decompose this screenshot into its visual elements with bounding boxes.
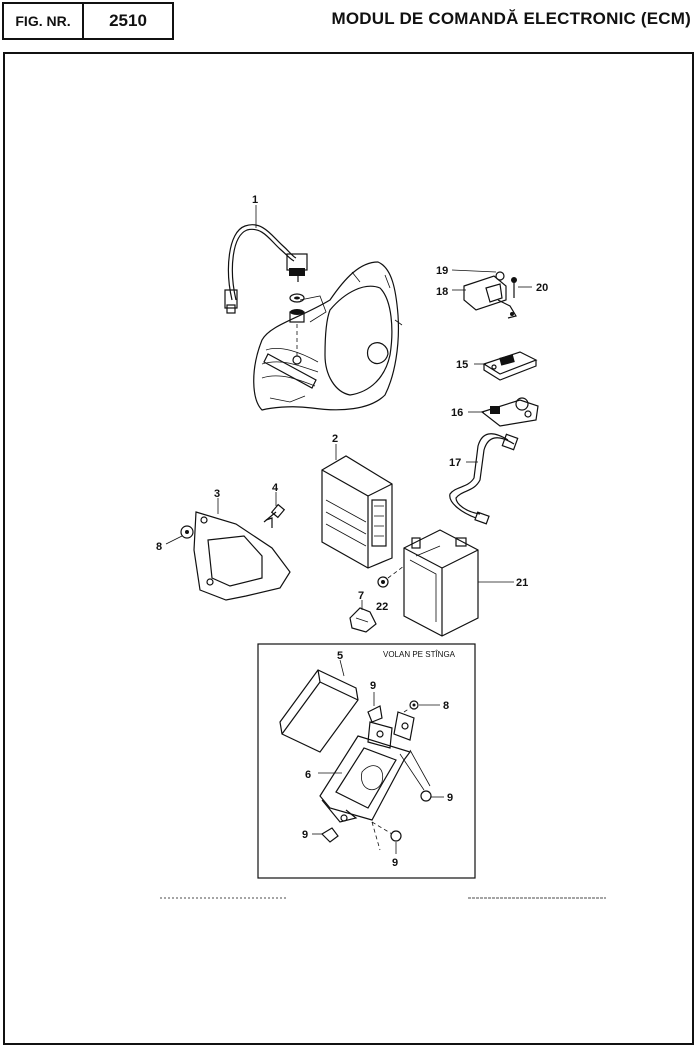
part-6-bracket bbox=[319, 711, 415, 823]
callout-18: 18 bbox=[436, 286, 448, 298]
callout-22: 22 bbox=[376, 601, 388, 613]
callout-19: 19 bbox=[436, 265, 448, 277]
callout-21: 21 bbox=[516, 577, 528, 589]
callout-9-top: 9 bbox=[370, 680, 376, 692]
part-9-clip-right bbox=[399, 749, 432, 802]
part-16-bracket bbox=[480, 397, 539, 427]
callout-8-inset: 8 bbox=[443, 700, 449, 712]
callout-3: 3 bbox=[214, 488, 220, 500]
callout-7: 7 bbox=[358, 590, 364, 602]
transmission-housing bbox=[253, 261, 403, 411]
callout-8-top: 8 bbox=[156, 541, 162, 553]
callout-6: 6 bbox=[305, 769, 311, 781]
callout-1: 1 bbox=[252, 194, 258, 206]
diagram-frame bbox=[3, 52, 694, 1045]
part-8-nut-inset bbox=[403, 700, 419, 713]
part-15-bracket bbox=[482, 351, 538, 381]
part-21-module bbox=[403, 529, 479, 637]
part-18-sensor bbox=[463, 271, 517, 319]
part-22-nut bbox=[377, 565, 405, 588]
part-5-ecm bbox=[279, 669, 359, 753]
part-17-hose bbox=[449, 433, 519, 525]
callout-9-left: 9 bbox=[302, 829, 308, 841]
part-1-sensor bbox=[224, 224, 308, 356]
part-9-clip-bottom bbox=[371, 821, 402, 851]
figure-number: 2510 bbox=[109, 11, 147, 30]
part-4-bolt bbox=[263, 503, 286, 523]
part-20-screw bbox=[511, 277, 517, 298]
figure-number-box: FIG. NR. 2510 bbox=[2, 2, 174, 40]
page-title: MODUL DE COMANDĂ ELECTRONIC (ECM) bbox=[331, 9, 691, 28]
callout-17: 17 bbox=[449, 457, 461, 469]
part-3-bracket bbox=[193, 511, 291, 601]
inset-box bbox=[257, 643, 476, 879]
callout-2: 2 bbox=[332, 433, 338, 445]
callout-16: 16 bbox=[451, 407, 463, 419]
part-7-clip bbox=[349, 607, 377, 633]
callout-15: 15 bbox=[456, 359, 468, 371]
callout-4: 4 bbox=[272, 482, 279, 494]
part-9-clip-left bbox=[321, 827, 339, 843]
part-2-ecm-module bbox=[321, 455, 393, 569]
part-9-clip-top bbox=[367, 705, 383, 723]
part-8-nut bbox=[180, 525, 194, 539]
figure-label: FIG. NR. bbox=[4, 4, 84, 38]
callout-5: 5 bbox=[337, 650, 343, 662]
callout-20: 20 bbox=[536, 282, 548, 294]
inset-title: VOLAN PE STÎNGA bbox=[383, 650, 456, 659]
callout-9-right: 9 bbox=[447, 792, 453, 804]
callout-9-bottom: 9 bbox=[392, 857, 398, 869]
